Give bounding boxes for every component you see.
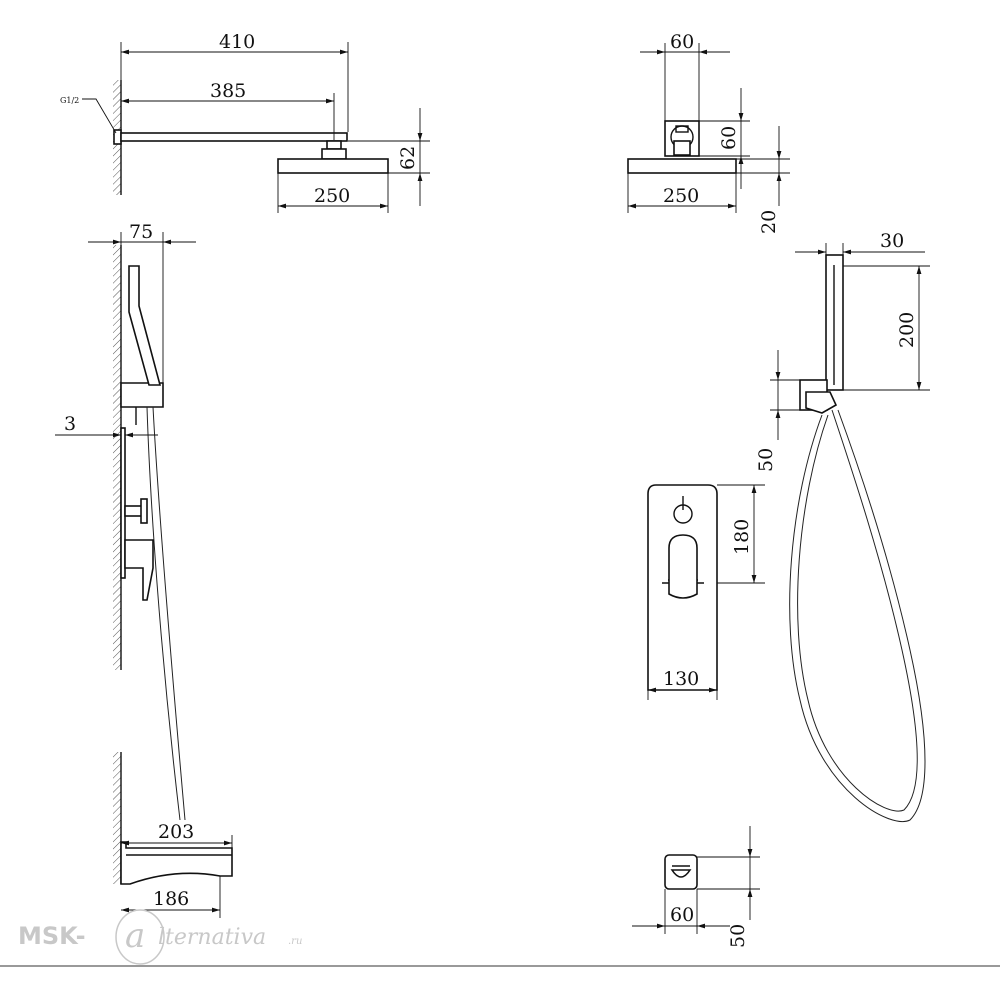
thread-label: G1/2 — [60, 96, 79, 105]
spout-front-view: 60 50 — [632, 826, 760, 948]
dim-spout-inner: 186 — [153, 888, 189, 910]
handshower-front-view: 30 200 50 — [755, 230, 930, 822]
spout-side-view: 203 186 — [113, 752, 233, 918]
dim-head-width-front: 250 — [663, 185, 699, 207]
dim-plate-height: 180 — [731, 519, 753, 555]
dim-spout-front-height: 50 — [727, 924, 749, 948]
mixer-lever-front — [668, 534, 698, 599]
shower-head-side — [277, 158, 389, 174]
wall-hatch-bottom — [113, 752, 121, 884]
handshower-side-view: 75 3 — [55, 221, 196, 821]
dim-head-thickness: 20 — [758, 210, 780, 234]
dim-flange-height: 60 — [718, 126, 740, 150]
watermark-suffix: .ru — [288, 936, 302, 947]
dim-spout-length: 203 — [158, 821, 194, 843]
shower-arm-side-view: G1/2 410 385 62 250 — [60, 31, 430, 213]
holder-side — [120, 382, 164, 408]
dim-arm-total: 410 — [219, 31, 255, 53]
shower-head-front — [627, 158, 737, 174]
dim-flange-width: 60 — [670, 31, 694, 53]
dim-holder-height: 50 — [755, 448, 777, 472]
wall-hatch-middle — [113, 245, 121, 670]
watermark-prefix: MSK- — [18, 922, 86, 950]
watermark-name: lternativa — [158, 925, 266, 950]
shower-head-front-view: 60 60 250 20 — [627, 31, 790, 234]
spout-side — [120, 841, 233, 885]
dim-wall-gap: 3 — [64, 413, 76, 435]
dim-handle-depth: 75 — [129, 221, 153, 243]
mixer-lever-side — [124, 539, 154, 601]
handshower-side — [128, 265, 162, 386]
dim-head-width-side: 250 — [314, 185, 350, 207]
dim-plate-width: 130 — [663, 668, 699, 690]
watermark-letter: a — [125, 916, 145, 956]
dim-handshower-height: 200 — [896, 312, 918, 348]
mixer-plate-front-view: 180 130 — [647, 484, 765, 700]
shower-arm — [120, 132, 348, 142]
dim-handshower-width: 30 — [880, 230, 904, 252]
dim-head-height: 62 — [397, 146, 419, 170]
dim-arm-inner: 385 — [210, 80, 246, 102]
watermark: MSK- a lternativa .ru — [18, 909, 302, 965]
dim-spout-front-width: 60 — [670, 904, 694, 926]
